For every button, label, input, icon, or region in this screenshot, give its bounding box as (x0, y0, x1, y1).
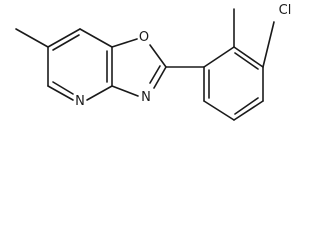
nitrogen-atom-label-pyridine: N (75, 94, 85, 109)
bond-c2-n3 (153, 66, 167, 89)
bond-c2-n3-inner (149, 65, 161, 84)
bond-c5-n4-inner (52, 81, 74, 95)
bond-p2-p3-inner (234, 52, 259, 70)
bond-p1-p2 (203, 46, 235, 68)
bond-p4-p5 (233, 100, 264, 121)
bond-c7a-o1 (111, 38, 138, 48)
nitrogen-atom-label-oxazole: N (141, 90, 151, 105)
bond-c6-methyl (15, 28, 49, 48)
oxygen-atom-label: O (139, 30, 149, 45)
bond-p4-p5-inner (234, 97, 259, 115)
bond-c5-n4 (47, 85, 74, 101)
bond-c7-c6 (47, 28, 81, 48)
bond-c7-c6-inner (52, 34, 80, 51)
bond-c7a-c7 (79, 28, 113, 48)
chemical-structure-diagram: O N N Cl (15, 3, 292, 121)
chlorine-atom-label: Cl (279, 3, 292, 18)
bond-p2-p3 (233, 46, 264, 68)
bond-n3-c3a (111, 85, 139, 97)
bond-p5-p6 (203, 100, 235, 121)
bond-p3-cl (262, 21, 275, 68)
bond-o1-c2 (149, 44, 167, 68)
bond-n4-c3a (86, 85, 113, 101)
